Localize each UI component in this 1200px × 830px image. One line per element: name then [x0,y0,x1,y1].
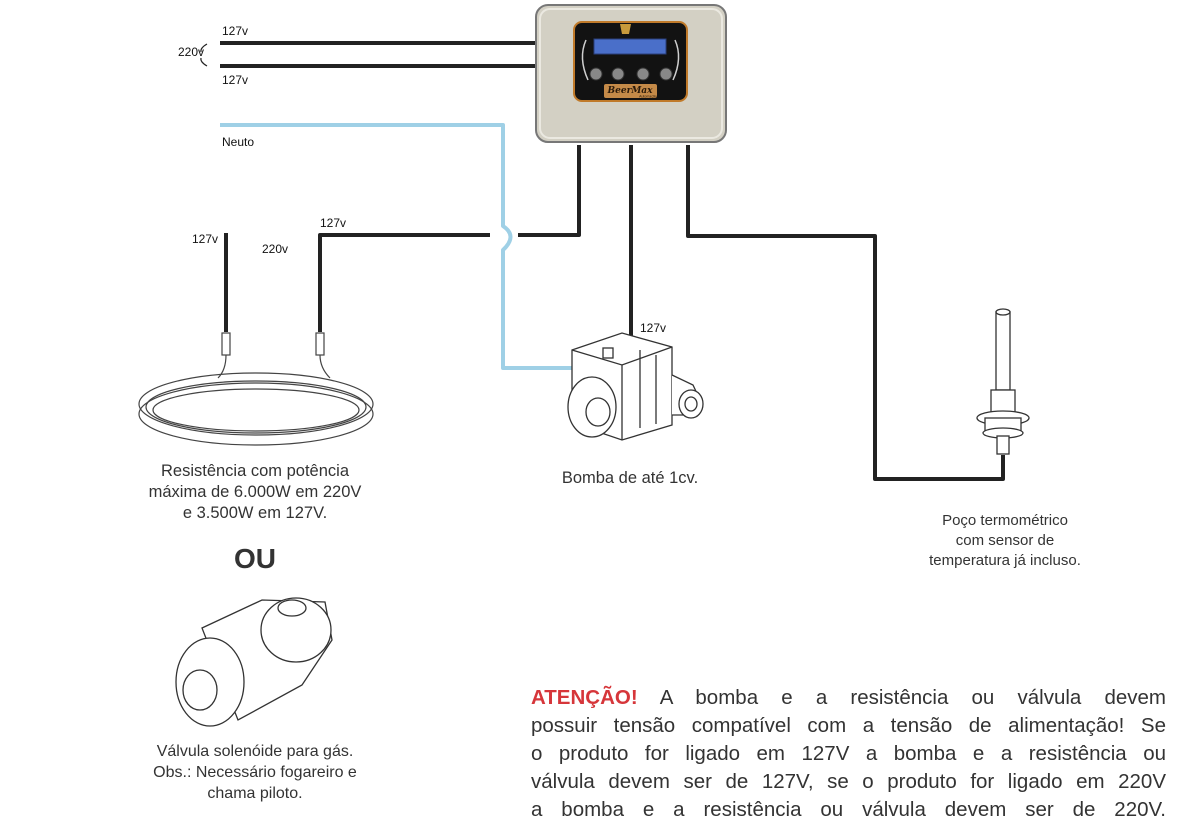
pump-caption: Bomba de até 1cv. [520,468,740,489]
resistance-caption-line: máxima de 6.000W em 220V [148,483,362,501]
controller-sub: Automação [639,95,657,99]
resistance-127-label: 127v [192,232,219,246]
sensor-caption-line: com sensor de [955,532,1055,549]
pump-icon [567,332,704,441]
valve-caption-line: Obs.: Necessário fogareiro e [153,764,357,781]
resistance-caption-line: Resistência com potência [160,462,349,480]
controller-box: BeerMax Automação [535,4,727,143]
warning-line: possuir tensão compatível com a tensão d… [531,714,1166,737]
warning-line: válvula devem ser de 127V, se o produto … [531,770,1166,793]
enter-button[interactable] [659,67,673,81]
laurel-icon [581,39,680,81]
resistance-caption-line: e 3.500W em 127V. [182,504,328,522]
supply-top-label: 127v [222,24,249,38]
supply-220-bracket [200,43,208,67]
neutral-label: Neuto [222,135,255,149]
valve-caption-line: chama piloto. [207,785,303,802]
resistance-220-label: 220v [262,242,289,256]
warning-lead: ATENÇÃO! [531,686,638,709]
valve-caption-line: Válvula solenóide para gás. [156,743,354,760]
neutral-wire [220,123,572,370]
menu-button[interactable] [589,67,603,81]
sensor-caption: Poço termométrico com sensor de temperat… [880,511,1130,571]
resistance-coil [138,332,374,446]
warning-line: A bomba e a resistência ou válvula devem [637,686,1166,709]
temperature-sensor-icon [976,308,1030,455]
supply-220-label: 220v [178,45,205,59]
warning-line: a bomba e a resistência ou válvula devem… [531,798,1166,821]
pump-feed-label: 127v [640,321,667,335]
controller-lcd [593,38,667,55]
gas-valve-icon [175,597,333,727]
warning-text: ATENÇÃO! A bomba e a resistência ou válv… [531,684,1166,824]
supply-wires [220,41,538,68]
controller-brand: BeerMax [607,86,654,96]
or-label: OU [234,543,276,574]
warning-line: o produto for ligado em 127V a bomba e a… [531,742,1166,765]
supply-bottom-label: 127v [222,73,249,87]
pump-caption-line: Bomba de até 1cv. [561,469,699,487]
down-button[interactable] [636,67,650,81]
valve-caption: Válvula solenóide para gás. Obs.: Necess… [110,741,400,804]
output-wires [224,145,1005,481]
sensor-caption-line: Poço termométrico [942,512,1068,529]
resistance-feed-label: 127v [320,216,347,230]
resistance-caption: Resistência com potência máxima de 6.000… [110,461,400,524]
sensor-caption-line: temperatura já incluso. [929,552,1081,569]
up-button[interactable] [611,67,625,81]
